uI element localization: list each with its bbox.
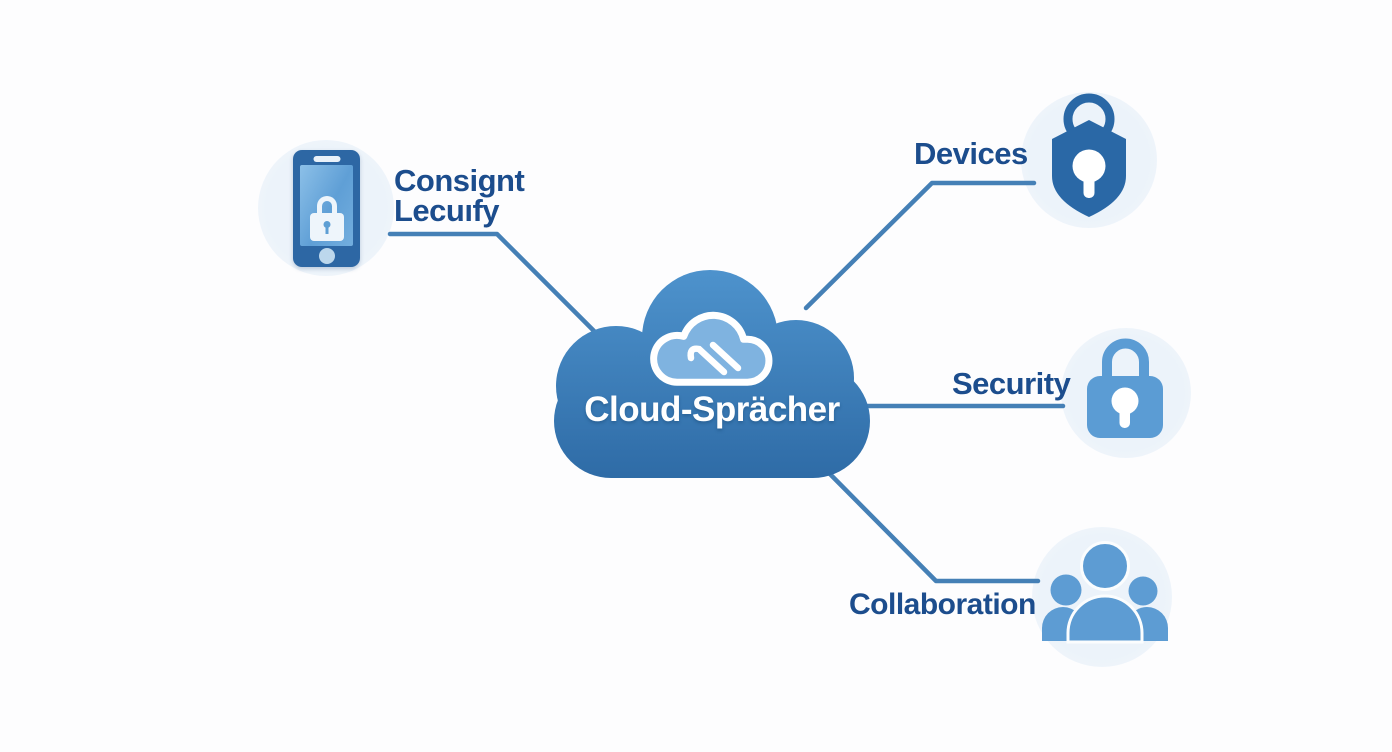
inner-cloud-icon xyxy=(650,311,773,386)
collaboration-label: Collaboration xyxy=(849,588,1036,621)
cloud-icon xyxy=(554,270,870,478)
phone-home-button xyxy=(318,248,335,264)
phone-node-label-line1: Consignt xyxy=(394,163,525,198)
cloud-title: Cloud-Sprächer xyxy=(584,390,840,429)
connector-collaboration xyxy=(823,467,1041,584)
phone-node-label: Consignt Lecuıfy xyxy=(394,163,525,228)
security-label: Security xyxy=(952,366,1071,401)
cloud-node: Cloud-Sprächer xyxy=(552,268,872,480)
phone-node-label-line2: Lecuıfy xyxy=(394,193,500,228)
devices-label: Devices xyxy=(914,136,1028,171)
shield-lock-icon xyxy=(1052,93,1126,217)
padlock-icon xyxy=(1087,338,1163,438)
padlock-on-screen-icon xyxy=(309,196,344,242)
phone-speaker xyxy=(313,156,340,162)
people-group-icon xyxy=(1042,541,1168,644)
smartphone-lock-icon xyxy=(293,150,360,267)
